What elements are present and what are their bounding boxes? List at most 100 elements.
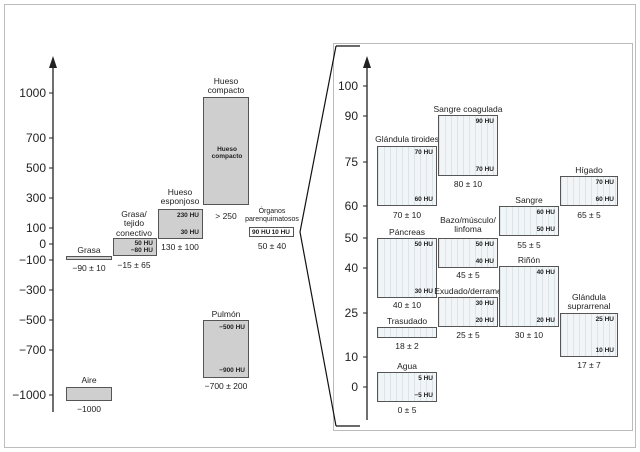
hu-bottom: 30 HU bbox=[180, 229, 199, 236]
hu-bottom: 60 HU bbox=[414, 196, 433, 203]
hu-top: 30 HU bbox=[475, 300, 494, 307]
left-tick: 300 bbox=[25, 191, 46, 205]
tissue-range: 130 ± 100 bbox=[161, 242, 199, 252]
tissue-name: Riñón bbox=[517, 255, 541, 265]
tissue-bar bbox=[377, 327, 437, 338]
hu-top: 70 HU bbox=[595, 179, 614, 186]
hu-bottom: 70 HU bbox=[475, 166, 494, 173]
tissue-range: 80 ± 10 bbox=[453, 179, 483, 189]
right-tick: 50 bbox=[344, 231, 358, 245]
hu-top: 70 HU bbox=[414, 149, 433, 156]
tissue-range: 40 ± 10 bbox=[392, 300, 422, 310]
left-tick: −500 bbox=[18, 313, 46, 327]
hu-bottom: −5 HU bbox=[414, 392, 433, 399]
tissue-name: Glándula tiroides bbox=[375, 134, 439, 144]
tissue-name: Páncreas bbox=[389, 227, 425, 237]
hu-bottom: 20 HU bbox=[475, 317, 494, 324]
hu-bottom: 60 HU bbox=[595, 196, 614, 203]
tissue-range: 0 ± 5 bbox=[397, 405, 417, 415]
left-tick: −1000 bbox=[12, 388, 46, 402]
tissue-name: Glándula suprarrenal bbox=[567, 292, 611, 312]
tissue-name: Aire bbox=[81, 375, 97, 385]
tissue-bar: 50 HU −80 HU bbox=[113, 238, 157, 256]
hu-right: 10 HU bbox=[271, 229, 290, 236]
left-tick: 100 bbox=[25, 221, 46, 235]
tissue-range: 50 ± 40 bbox=[257, 241, 287, 251]
tissue-name: Sangre coagulada bbox=[433, 104, 503, 114]
tissue-range: 65 ± 5 bbox=[577, 210, 601, 220]
tissue-name: Pulmón bbox=[211, 309, 241, 319]
tissue-bar: 50 HU 30 HU bbox=[377, 238, 437, 298]
hu-top: 50 HU bbox=[134, 240, 153, 247]
right-tick: 10 bbox=[344, 350, 358, 364]
tissue-name: Trasudado bbox=[386, 316, 428, 326]
tissue-range: 30 ± 10 bbox=[514, 330, 544, 340]
right-tick: 90 bbox=[344, 109, 358, 123]
tissue-name: Exudado/derrame bbox=[434, 286, 502, 296]
hu-top: 60 HU bbox=[536, 209, 555, 216]
tissue-name: Grasa bbox=[77, 245, 101, 255]
tissue-bar: 90 HU 10 HU bbox=[249, 227, 294, 237]
hu-top: 50 HU bbox=[414, 241, 433, 248]
tissue-bar: 40 HU 20 HU bbox=[499, 266, 559, 327]
zoom-bracket bbox=[299, 45, 337, 427]
hu-top: 5 HU bbox=[418, 375, 433, 382]
hu-top: −500 HU bbox=[219, 324, 245, 331]
left-tick: 1000 bbox=[19, 86, 46, 100]
hu-bottom: −80 HU bbox=[130, 247, 153, 254]
tissue-name: Órganos parenquimatosos bbox=[245, 208, 299, 223]
outer-frame bbox=[4, 4, 636, 448]
tissue-bar: 5 HU −5 HU bbox=[377, 372, 437, 402]
right-tick: 0 bbox=[351, 380, 358, 394]
tissue-range: −1000 bbox=[77, 404, 101, 414]
hu-bottom: 10 HU bbox=[595, 347, 614, 354]
hu-bottom: 20 HU bbox=[536, 317, 555, 324]
right-tick: 40 bbox=[344, 261, 358, 275]
tissue-name: Hueso esponjoso bbox=[160, 187, 200, 207]
left-tick: 500 bbox=[25, 161, 46, 175]
left-tick: −300 bbox=[18, 283, 46, 297]
tissue-range: −700 ± 200 bbox=[204, 381, 248, 391]
hu-top: 230 HU bbox=[176, 212, 199, 219]
tissue-name: Hueso compacto bbox=[207, 76, 245, 96]
tissue-name: Bazo/músculo/ linfoma bbox=[440, 215, 496, 235]
hu-left: 90 HU bbox=[252, 229, 271, 236]
hu-bottom: 30 HU bbox=[414, 288, 433, 295]
tissue-range: 45 ± 5 bbox=[456, 270, 480, 280]
hu-bottom: 40 HU bbox=[475, 258, 494, 265]
tissue-inner-label: Hueso compacto bbox=[211, 146, 243, 161]
left-tick: 0 bbox=[39, 237, 46, 251]
hu-top: 90 HU bbox=[475, 118, 494, 125]
hu-top: 40 HU bbox=[536, 269, 555, 276]
tissue-range: 18 ± 2 bbox=[395, 341, 419, 351]
right-tick: 25 bbox=[344, 306, 358, 320]
tissue-bar: 90 HU 70 HU bbox=[438, 115, 498, 176]
tissue-bar: −500 HU −900 HU bbox=[203, 320, 249, 378]
tissue-range: 25 ± 5 bbox=[456, 330, 480, 340]
tissue-bar: 25 HU 10 HU bbox=[560, 313, 618, 357]
tissue-bar: 60 HU 50 HU bbox=[499, 206, 559, 236]
hu-top: 50 HU bbox=[475, 241, 494, 248]
tissue-range: > 250 bbox=[215, 211, 237, 221]
right-panel-frame bbox=[333, 43, 633, 431]
right-tick: 100 bbox=[337, 79, 358, 93]
right-tick: 60 bbox=[344, 199, 358, 213]
tissue-bar: 230 HU 30 HU bbox=[158, 209, 203, 239]
tissue-range: 17 ± 7 bbox=[577, 360, 601, 370]
tissue-name: Agua bbox=[397, 361, 417, 371]
left-tick: −700 bbox=[18, 343, 46, 357]
tissue-name: Grasa/ tejido conectivo bbox=[116, 209, 152, 238]
tissue-bar: Hueso compacto bbox=[203, 97, 249, 205]
tissue-name: Hígado bbox=[575, 165, 603, 175]
hu-top: 25 HU bbox=[595, 316, 614, 323]
tissue-bar: 70 HU 60 HU bbox=[560, 176, 618, 206]
tissue-bar bbox=[66, 256, 112, 260]
tissue-range: 55 ± 5 bbox=[517, 240, 541, 250]
tissue-range: −15 ± 65 bbox=[117, 260, 151, 270]
tissue-bar: 50 HU 40 HU bbox=[438, 238, 498, 268]
left-axis-arrow bbox=[49, 56, 57, 68]
right-tick: 75 bbox=[344, 155, 358, 169]
tissue-name: Sangre bbox=[515, 195, 543, 205]
